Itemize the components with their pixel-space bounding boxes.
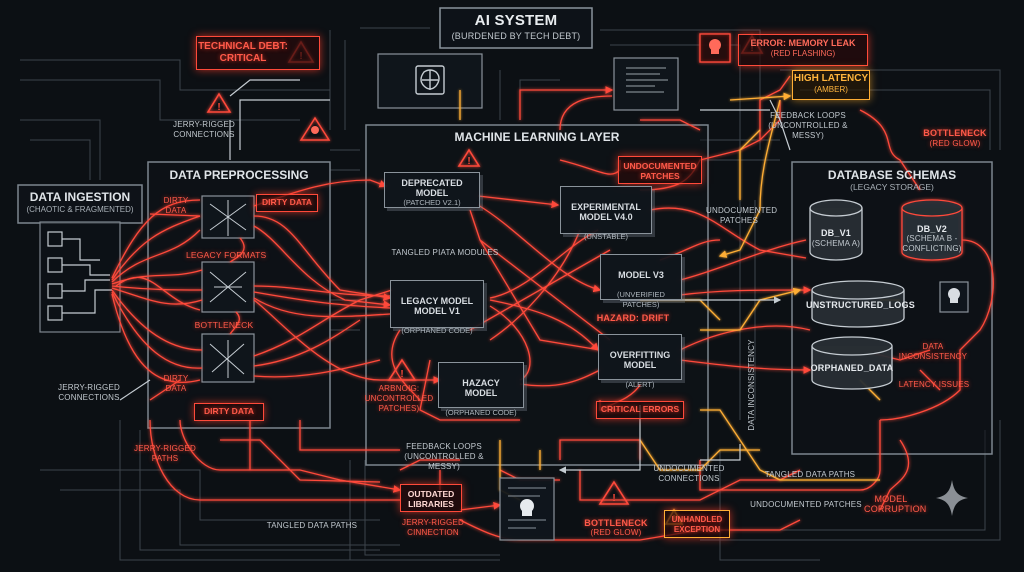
tangled-data-paths-bottom: TANGLED DATA PATHS <box>266 521 358 530</box>
data-inconsistency-right: DATA INCONSISTENCY <box>898 342 968 361</box>
db-v2-sub: (SCHEMA B - CONFLICTING) <box>902 234 962 253</box>
feedback-loops-bottom: FEEDBACK LOOPS (UNCONTROLLED & MESSY) <box>404 442 484 471</box>
jerry-rigged-connection-bottom: JERRY-RIGGED CINNECTION <box>402 518 464 537</box>
database-schemas-title: DATABASE SCHEMAS <box>827 168 957 182</box>
model-overfitting-sub: (ALERT) <box>625 380 655 389</box>
data-inconsistency-vertical: DATA INCONSISTENCY <box>747 339 756 431</box>
svg-text:!: ! <box>217 102 220 113</box>
dirty-data-bottom-callout: DIRTY DATA <box>194 403 264 421</box>
data-ingestion-title: DATA INGESTION <box>29 190 131 204</box>
data-ingestion-sub: (CHAOTIC & FRAGMENTED) <box>26 205 134 214</box>
dirty-data-pre-top: DIRTY DATA <box>163 196 189 215</box>
title-frame <box>439 7 593 49</box>
jerry-rigged-paths: JERRY-RIGGED PATHS <box>134 444 196 463</box>
bottleneck-pre-label: BOTTLENECK <box>194 320 254 330</box>
model-deprecated-sub: (PATCHED V2.1) <box>403 198 461 207</box>
memory-leak-callout: ERROR: MEMORY LEAK (RED FLASHING) <box>738 34 868 66</box>
model-hazacy-title: HAZACY MODEL <box>462 378 500 398</box>
data-preprocessing-title: DATA PREPROCESSING <box>169 168 309 182</box>
page-subtitle: (BURDENED BY TECH DEBT) <box>451 31 581 41</box>
bottom-skull-icon <box>520 499 534 516</box>
tech-debt-text: TECHNICAL DEBT: CRITICAL <box>198 41 288 64</box>
undocumented-connections: UNDOCUMENTED CONNECTIONS <box>653 464 725 483</box>
ml-layer-title: MACHINE LEARNING LAYER <box>454 130 620 144</box>
model-v3: MODEL V3 (UNVERIFIED PATCHES) <box>600 254 682 309</box>
model-experimental-sub: (UNSTABLE) <box>583 232 629 241</box>
unhandled-exception-callout: UNHANDLED EXCEPTION <box>664 510 730 538</box>
bottleneck-top-sub: (RED GLOW) <box>929 139 981 148</box>
tech-debt-callout: TECHNICAL DEBT: CRITICAL <box>196 36 320 70</box>
model-deprecated: DEPRECATED MODEL (PATCHED V2.1) <box>384 172 480 208</box>
tangled-piata-modules: TANGLED PIATA MODULES <box>391 248 499 257</box>
memory-leak-sub: (RED FLASHING) <box>770 49 836 58</box>
db-unstructured-logs: UNSTRUCTURED_LOGS <box>806 300 915 310</box>
db-v2-title: DB_V2 <box>916 224 947 234</box>
svg-text:!: ! <box>400 369 403 380</box>
bottleneck-top-label: BOTTLENECK <box>923 128 987 138</box>
page-title: AI SYSTEM <box>474 12 558 29</box>
model-v3-title: MODEL V3 <box>618 270 664 280</box>
red-ingestion-wires <box>111 199 203 384</box>
database-cylinders <box>809 199 963 390</box>
bottom-log-lines <box>508 487 546 529</box>
model-hazacy: HAZACY MODEL (ORPHANED CODE) <box>438 362 524 417</box>
db-v1-title: DB_V1 <box>820 228 851 238</box>
model-legacy-v1-title: LEGACY MODEL MODEL V1 <box>400 296 474 316</box>
outdated-libraries-box: OUTDATED LIBRARIES <box>400 484 462 512</box>
jerry-rigged-connections-left: JERRY-RIGGED CONNECTIONS <box>58 383 120 402</box>
top-log-lines <box>626 67 668 93</box>
ingestion-connector-icon <box>47 231 112 321</box>
dirty-data-top-callout: DIRTY DATA <box>256 194 318 212</box>
model-experimental: EXPERIMENTAL MODEL V4.0 (UNSTABLE) <box>560 186 652 241</box>
tangled-data-paths-right: TANGLED DATA PATHS <box>764 470 856 479</box>
model-legacy-v1-sub: (ORPHANED CODE) <box>401 326 473 335</box>
high-latency-title: HIGH LATENCY <box>793 73 869 84</box>
critical-errors-callout: CRITICAL ERRORS <box>596 401 684 419</box>
model-corruption-label: MODEL CORRUPTION <box>864 494 927 514</box>
bottleneck-bottom-sub: (RED GLOW) <box>590 528 642 537</box>
model-legacy-v1: LEGACY MODEL MODEL V1 (ORPHANED CODE) <box>390 280 484 335</box>
high-latency-callout: HIGH LATENCY (AMBER) <box>792 70 870 100</box>
sparkle-icon <box>936 480 968 516</box>
high-latency-sub: (AMBER) <box>814 85 848 94</box>
skull-icons <box>299 33 731 141</box>
bottleneck-bottom-label: BOTTLENECK <box>584 518 648 528</box>
model-experimental-title: EXPERIMENTAL MODEL V4.0 <box>571 202 641 222</box>
red-right-wires <box>640 75 994 511</box>
warning-uncontrolled-patches: ARBNOIG: UNCONTROLLED PATCHES) <box>364 384 434 413</box>
jerry-rigged-connections-top: JERRY-RIGGED CONNECTIONS <box>173 120 235 139</box>
model-overfitting: OVERFITTING MODEL (ALERT) <box>598 334 682 389</box>
amber-wires <box>459 90 900 501</box>
model-v3-sub: (UNVERIFIED PATCHES) <box>617 290 665 309</box>
model-deprecated-title: DEPRECATED MODEL <box>401 178 463 198</box>
dirty-data-pre-bottom: DIRTY DATA <box>163 374 189 393</box>
memory-leak-title: ERROR: MEMORY LEAK <box>750 38 856 48</box>
feedback-loops-top: FEEDBACK LOOPS (UNCONTROLLED & MESSY) <box>768 111 848 140</box>
grey-arrows <box>119 79 791 474</box>
database-schemas-sub: (LEGACY STORAGE) <box>850 182 934 192</box>
db-skull-icon <box>948 288 960 303</box>
model-overfitting-title: OVERFITTING MODEL <box>609 350 671 370</box>
preprocessing-modules <box>201 195 255 383</box>
data-ingestion-header-frame <box>17 184 143 224</box>
brain-chip-icon <box>415 65 445 95</box>
db-v1-sub: (SCHEMA A) <box>811 239 861 248</box>
model-hazacy-sub: (ORPHANED CODE) <box>445 408 517 417</box>
db-orphaned-data: ORPHANED_DATA <box>810 363 894 373</box>
svg-text:!: ! <box>612 493 615 504</box>
undocumented-patches-bottom: UNDOCUMENTED PATCHES <box>750 500 862 509</box>
hazard-drift-label: HAZARD: DRIFT <box>596 313 670 323</box>
svg-text:!: ! <box>467 156 470 167</box>
legacy-formats-label: LEGACY FORMATS <box>186 250 267 260</box>
undocumented-patches-callout: UNDOCUMENTED PATCHES <box>618 156 702 184</box>
top-log-box <box>613 57 679 111</box>
red-preprocessing-wires <box>149 179 442 401</box>
latency-issues-label: LATENCY ISSUES <box>898 380 970 389</box>
undocumented-patches-right: UNDOCUMENTED PATCHES <box>706 206 778 225</box>
